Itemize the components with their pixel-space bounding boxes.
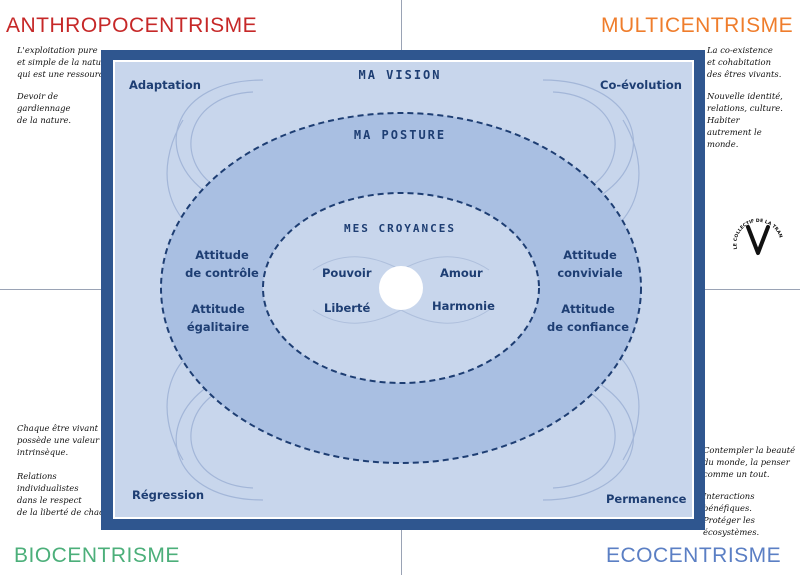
vision-title: MA VISION bbox=[358, 68, 442, 82]
note-anthropocentrisme-2: Devoir de gardiennage de la nature. bbox=[17, 91, 72, 125]
note-biocentrisme-2: Relations individualistes dans le respec… bbox=[17, 471, 117, 517]
croyance-label-pouvoir: Pouvoir bbox=[322, 266, 372, 280]
vision-label-regression: Régression bbox=[132, 488, 205, 502]
croyance-label-liberte: Liberté bbox=[324, 301, 371, 315]
title-multicentrisme: MULTICENTRISME bbox=[601, 14, 794, 37]
title-biocentrisme: BIOCENTRISME bbox=[14, 544, 180, 567]
note-multicentrisme-2: Nouvelle identité, relations, culture. H… bbox=[707, 91, 783, 149]
posture-label-conviviale: Attitude conviviale bbox=[557, 248, 623, 280]
croyance-label-harmonie: Harmonie bbox=[432, 299, 495, 313]
logo-v-mark bbox=[746, 225, 770, 255]
posture-label-controle: Attitude de contrôle bbox=[185, 248, 259, 280]
croyance-label-amour: Amour bbox=[440, 266, 483, 280]
note-biocentrisme-1: Chaque être vivant possède une valeur in… bbox=[17, 423, 100, 457]
note-ecocentrisme-1: Contempler la beauté du monde, la penser… bbox=[703, 445, 796, 479]
croyances-title: MES CROYANCES bbox=[343, 222, 457, 235]
vision-label-coevolution: Co-évolution bbox=[600, 78, 682, 92]
posture-label-confiance: Attitude de confiance bbox=[546, 302, 630, 334]
inner-swirl bbox=[312, 256, 490, 324]
posture-label-egalitaire: Attitude égalitaire bbox=[186, 302, 250, 334]
collectif-logo: LE COLLECTIF DE LA TRANSITION ÉCOLOGIQUE bbox=[728, 205, 784, 255]
rings-illustration bbox=[160, 79, 642, 501]
note-ecocentrisme-2: Interactions bénéfiques. Protéger les éc… bbox=[703, 491, 760, 537]
title-ecocentrisme: ECOCENTRISME bbox=[606, 544, 782, 567]
center-hole bbox=[379, 266, 423, 310]
note-anthropocentrisme-1: L'exploitation pure et simple de la natu… bbox=[17, 45, 112, 79]
note-multicentrisme-1: La co-existence et cohabitation des être… bbox=[707, 45, 782, 79]
vision-label-adaptation: Adaptation bbox=[129, 78, 201, 92]
posture-title: MA POSTURE bbox=[353, 128, 447, 142]
title-anthropocentrisme: ANTHROPOCENTRISME bbox=[6, 14, 258, 37]
vision-label-permanence: Permanence bbox=[606, 492, 687, 506]
